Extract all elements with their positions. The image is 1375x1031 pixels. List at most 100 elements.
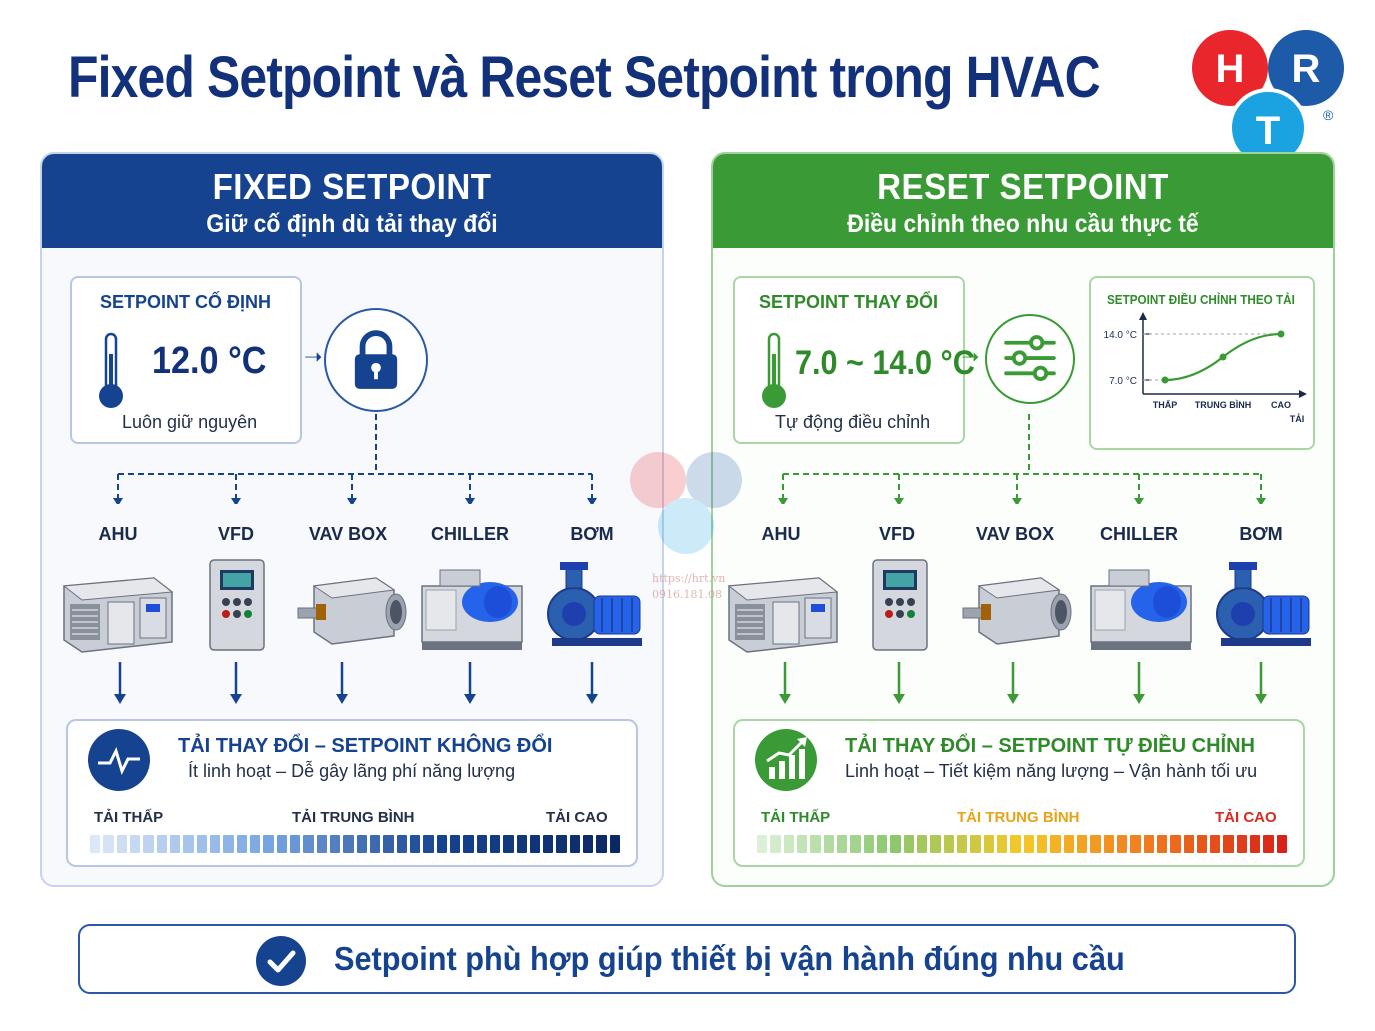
page-title: Fixed Setpoint và Reset Setpoint trong H… xyxy=(68,45,1101,110)
reset-level-medium: TẢI TRUNG BÌNH xyxy=(957,809,1080,826)
hrt-logo: H R T ® xyxy=(1192,30,1344,168)
gradient-segment xyxy=(1276,835,1288,853)
gradient-segment xyxy=(356,835,367,853)
data-point-2 xyxy=(1219,353,1227,361)
equipment-label-chiller: CHILLER xyxy=(431,524,509,544)
gradient-segment xyxy=(1063,835,1074,853)
gradient-segment xyxy=(196,835,207,853)
reset-load-title: TẢI THAY ĐỔI – SETPOINT TỰ ĐIỀU CHỈNH xyxy=(845,735,1255,757)
thermometer-icon xyxy=(762,332,786,408)
vav-box-icon xyxy=(297,577,407,645)
pump-icon xyxy=(1216,562,1311,646)
equipment-label-pump: BƠM xyxy=(570,524,614,544)
gradient-segment xyxy=(609,835,621,853)
fixed-load-gradient-bar xyxy=(90,835,621,853)
gradient-segment xyxy=(1196,835,1208,853)
gradient-segment xyxy=(1250,835,1261,853)
gradient-segment xyxy=(103,835,114,853)
fixed-load-subtitle: Ít linh hoạt – Dễ gây lãng phí năng lượn… xyxy=(188,761,516,781)
gradient-segment xyxy=(409,835,421,853)
gradient-segment xyxy=(249,835,261,853)
reset-setpoint-value: 7.0 ~ 14.0 °C xyxy=(795,344,975,382)
logo-letter-r: R xyxy=(1292,47,1321,91)
gradient-segment xyxy=(529,835,541,853)
sliders-icon xyxy=(1004,335,1056,381)
fixed-connector-lines xyxy=(113,414,597,504)
gradient-segment xyxy=(903,835,914,853)
reset-load-subtitle: Linh hoạt – Tiết kiệm năng lượng – Vận h… xyxy=(845,761,1258,781)
gradient-segment xyxy=(863,835,874,853)
gradient-segment xyxy=(956,835,968,853)
gradient-segment xyxy=(943,835,954,853)
logo-letter-t: T xyxy=(1256,109,1280,153)
gradient-segment xyxy=(489,835,501,853)
lock-icon xyxy=(354,330,398,389)
gradient-segment xyxy=(343,835,354,853)
data-point-1 xyxy=(1161,376,1169,384)
gradient-segment xyxy=(823,835,834,853)
gradient-segment xyxy=(276,835,287,853)
gradient-segment xyxy=(1010,835,1021,853)
vfd-drive-icon xyxy=(872,559,928,651)
gradient-segment xyxy=(223,835,234,853)
growth-chart-icon xyxy=(755,729,817,791)
gradient-segment xyxy=(1050,835,1061,853)
reset-heading: RESET SETPOINT xyxy=(877,166,1169,207)
thermometer-icon xyxy=(99,332,123,408)
gradient-segment xyxy=(156,835,167,853)
fixed-setpoint-value: 12.0 °C xyxy=(152,340,267,382)
gradient-segment xyxy=(1183,835,1194,853)
arrow-right-icon: ➝ xyxy=(304,344,323,369)
gradient-segment xyxy=(289,835,301,853)
logo-letter-h: H xyxy=(1216,47,1245,91)
reset-level-low: TẢI THẤP xyxy=(761,809,831,826)
fixed-setpoint-panel: FIXED SETPOINT Giữ cố định dù tải thay đ… xyxy=(40,152,664,887)
gradient-segment xyxy=(543,835,554,853)
equipment-label-chiller: CHILLER xyxy=(1100,524,1178,544)
fixed-header: FIXED SETPOINT Giữ cố định dù tải thay đ… xyxy=(42,154,662,248)
gradient-segment xyxy=(770,835,781,853)
gradient-segment xyxy=(783,835,794,853)
gradient-segment xyxy=(810,835,821,853)
gradient-segment xyxy=(556,835,567,853)
x-tick-label: TRUNG BÌNH xyxy=(1195,400,1252,410)
gradient-segment xyxy=(970,835,981,853)
vav-box-icon xyxy=(962,577,1072,645)
hrt-watermark-logo xyxy=(630,452,742,554)
reset-setpoint-title: SETPOINT THAY ĐỔI xyxy=(759,292,939,312)
pulse-icon xyxy=(88,729,150,791)
fixed-subheading: Giữ cố định dù tải thay đổi xyxy=(206,210,498,238)
summary-banner: Setpoint phù hợp giúp thiết bị vận hành … xyxy=(78,924,1296,994)
gradient-segment xyxy=(209,835,221,853)
fixed-setpoint-title: SETPOINT CỐ ĐỊNH xyxy=(100,292,272,312)
gradient-segment xyxy=(1090,835,1101,853)
equipment-label-vfd: VFD xyxy=(879,524,915,544)
gradient-segment xyxy=(503,835,514,853)
gradient-segment xyxy=(436,835,447,853)
reset-setpoint-box: SETPOINT THAY ĐỔI 7.0 ~ 14.0 °C Tự động … xyxy=(733,276,975,444)
gradient-segment xyxy=(930,835,941,853)
chart-title: SETPOINT ĐIỀU CHỈNH THEO TẢI xyxy=(1107,292,1295,307)
gradient-segment xyxy=(116,835,127,853)
x-tick-label: THẤP xyxy=(1153,400,1178,410)
gradient-segment xyxy=(383,835,394,853)
gradient-segment xyxy=(1210,835,1221,853)
fixed-setpoint-box: SETPOINT CỐ ĐỊNH 12.0 °C Luôn giữ nguyên xyxy=(70,276,302,444)
reset-connector-lines xyxy=(778,414,1266,504)
gradient-segment xyxy=(1023,835,1034,853)
vfd-drive-icon xyxy=(209,559,265,651)
gradient-segment xyxy=(329,835,341,853)
fixed-down-arrows xyxy=(114,662,598,704)
gradient-segment xyxy=(396,835,407,853)
equipment-label-vav-box: VAV BOX xyxy=(975,524,1055,544)
gradient-segment xyxy=(1263,835,1274,853)
gradient-segment xyxy=(983,835,994,853)
chiller-icon xyxy=(1090,569,1192,650)
reset-level-high: TẢI CAO xyxy=(1215,809,1277,826)
gradient-segment xyxy=(1156,835,1168,853)
gradient-segment xyxy=(836,835,848,853)
equipment-label-vfd: VFD xyxy=(218,524,254,544)
gradient-segment xyxy=(596,835,607,853)
gradient-segment xyxy=(757,835,768,853)
